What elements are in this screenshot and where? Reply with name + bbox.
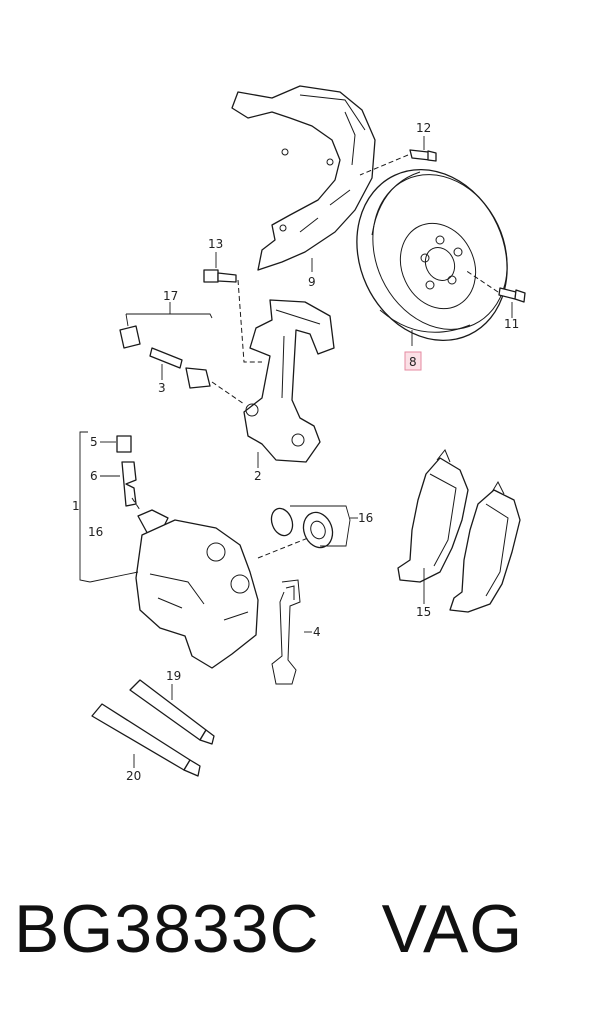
callout-9: 9 [308,275,316,289]
caliper-housing [135,509,259,669]
exploded-brake-assembly-diagram: 12 13 9 11 8 17 3 2 5 6 1 16 16 4 15 19 … [72,85,526,783]
callout-19: 19 [166,669,181,683]
callout-16-right: 16 [358,511,373,525]
leader-lines [79,136,513,768]
callout-4: 4 [313,625,321,639]
brake-disc [356,168,508,342]
splash-shield [231,85,376,271]
callout-13: 13 [208,237,223,251]
bleeder-parts [116,435,141,511]
callout-8: 8 [409,355,417,369]
callout-12: 12 [416,121,431,135]
grease-tubes [91,679,215,777]
callout-6: 6 [90,469,98,483]
callout-17: 17 [163,289,178,303]
part-code-caption: BG3833C VAG [14,890,523,968]
callout-1: 1 [72,499,80,513]
part-number: BG3833C [14,891,320,967]
caliper-carrier [243,299,335,463]
brand-name: VAG [381,891,524,967]
callout-2: 2 [254,469,262,483]
spring-clip [271,579,301,685]
bolt-12 [359,149,437,176]
callout-20: 20 [126,769,141,783]
callout-15: 15 [416,605,431,619]
bolt-11 [464,269,526,303]
seal-and-piston [257,507,334,559]
callout-3: 3 [158,381,166,395]
highlight-box-8 [404,351,422,371]
callout-11: 11 [504,317,519,331]
bolt-13 [203,269,262,363]
guide-pin-set [119,325,245,405]
brake-pads [397,449,521,613]
callout-16-left: 16 [88,525,103,539]
callout-5: 5 [90,435,98,449]
